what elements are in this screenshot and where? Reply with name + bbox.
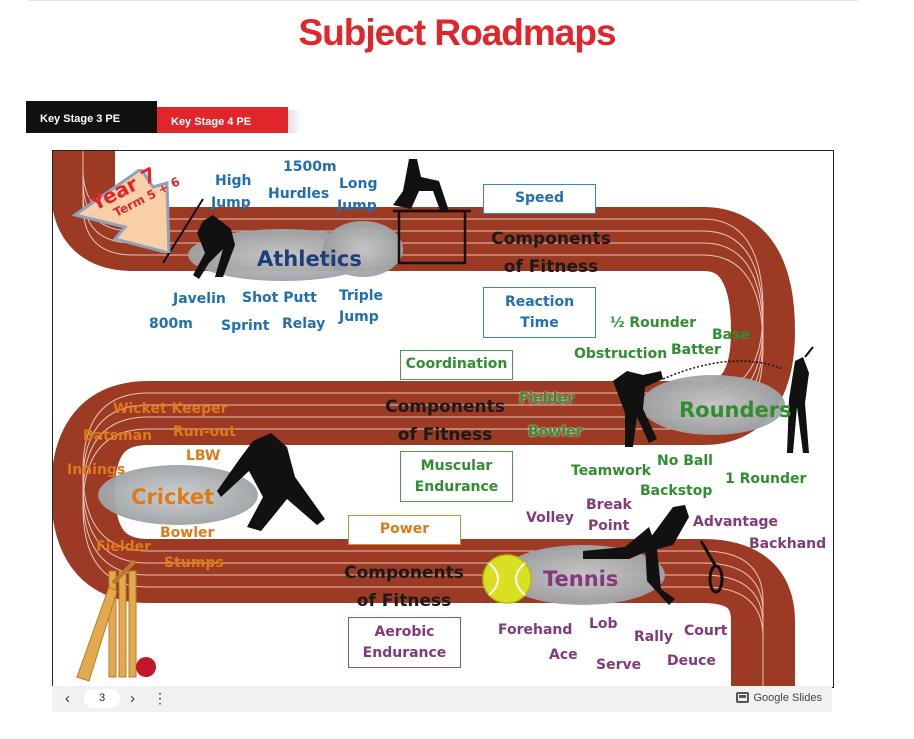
rounders-term: 1 Rounder (725, 471, 807, 487)
rounders-term: Base (712, 327, 750, 343)
rounders-term: Backstop (640, 483, 713, 499)
tennis-term: Backhand (749, 536, 827, 552)
tab-key-stage-3[interactable]: Key Stage 3 PE (26, 101, 157, 133)
athletics-term: Jump (337, 198, 377, 214)
more-options-icon[interactable]: ⋮ (153, 690, 167, 706)
rounders-term: Obstruction (574, 346, 668, 362)
athletics-term: High (215, 173, 252, 189)
cricket-term: Bowler (160, 525, 215, 541)
tennis-term: Volley (526, 510, 574, 526)
slides-control-bar: ‹ 3 › ⋮ Google Slides (52, 686, 832, 712)
year-arrow-sign (71, 169, 171, 253)
cricket-title: Cricket (131, 485, 215, 509)
athletics-term: Shot Putt (242, 290, 317, 306)
component-muscular-endurance: Muscular Endurance (400, 451, 513, 502)
tennis-term: Deuce (667, 653, 716, 669)
athletics-term: Long (339, 176, 378, 192)
tennis-term: Ace (549, 647, 578, 663)
cricket-term: Innings (67, 462, 126, 478)
athletics-term: Triple (339, 288, 384, 304)
slide-viewer[interactable]: Year 7 Term 5 + 6 High Jump 1500m Hurdle… (52, 150, 834, 688)
cricket-term: Wicket Keeper (113, 401, 228, 417)
tab-key-stage-4[interactable]: Key Stage 4 PE (157, 107, 288, 133)
components-heading: Components of Fitness (344, 563, 464, 611)
top-divider (28, 0, 858, 1)
athletics-term: Javelin (173, 291, 226, 307)
cricket-term: Batsman (83, 428, 153, 444)
components-heading: Components of Fitness (385, 397, 505, 445)
component-coordination: Coordination (400, 350, 513, 380)
roadmap-track (53, 151, 814, 687)
rounders-term: Bowler (528, 424, 583, 440)
tennis-term: Break (586, 497, 632, 513)
tab-shadow (288, 110, 302, 133)
rounders-term: ½ Rounder (610, 315, 697, 331)
athletics-term: Hurdles (268, 186, 330, 202)
rounders-term: No Ball (657, 453, 713, 469)
tennis-term: Point (588, 518, 630, 534)
athletics-term: Jump (211, 195, 251, 211)
cricket-term: Run-out (173, 424, 236, 440)
component-power: Power (348, 515, 461, 545)
athletics-term: Jump (339, 309, 379, 325)
athletics-term: Sprint (221, 318, 270, 334)
rounders-term: Fielder (519, 391, 575, 407)
page-number[interactable]: 3 (84, 689, 120, 708)
athletics-term: Relay (282, 316, 326, 332)
athletics-term: 800m (149, 316, 193, 332)
tennis-term: Lob (589, 616, 618, 632)
tennis-term: Forehand (498, 622, 573, 638)
page-title: Subject Roadmaps (298, 12, 616, 53)
athletics-term: 1500m (283, 159, 337, 175)
rounders-title: Rounders (679, 398, 792, 422)
tennis-term: Serve (596, 657, 642, 673)
athletics-title: Athletics (257, 247, 362, 271)
component-speed: Speed (483, 184, 596, 214)
component-reaction-time: Reaction Time (483, 287, 596, 338)
slides-icon (735, 692, 749, 703)
cricket-term: LBW (186, 448, 221, 464)
tennis-title: Tennis (543, 567, 619, 591)
rounders-term: Batter (671, 342, 721, 358)
component-aerobic-endurance: Aerobic Endurance (348, 617, 461, 668)
google-slides-link[interactable]: Google Slides (735, 692, 822, 704)
chevron-right-icon[interactable]: › (130, 690, 135, 707)
cricket-term: Stumps (164, 555, 224, 571)
chevron-left-icon[interactable]: ‹ (65, 690, 70, 707)
rounders-term: Teamwork (571, 463, 651, 479)
tennis-term: Court (684, 623, 728, 639)
tennis-term: Advantage (693, 514, 779, 530)
cricket-term: Fielder (96, 539, 152, 555)
components-heading: Components of Fitness (491, 229, 611, 277)
tennis-term: Rally (634, 629, 673, 645)
